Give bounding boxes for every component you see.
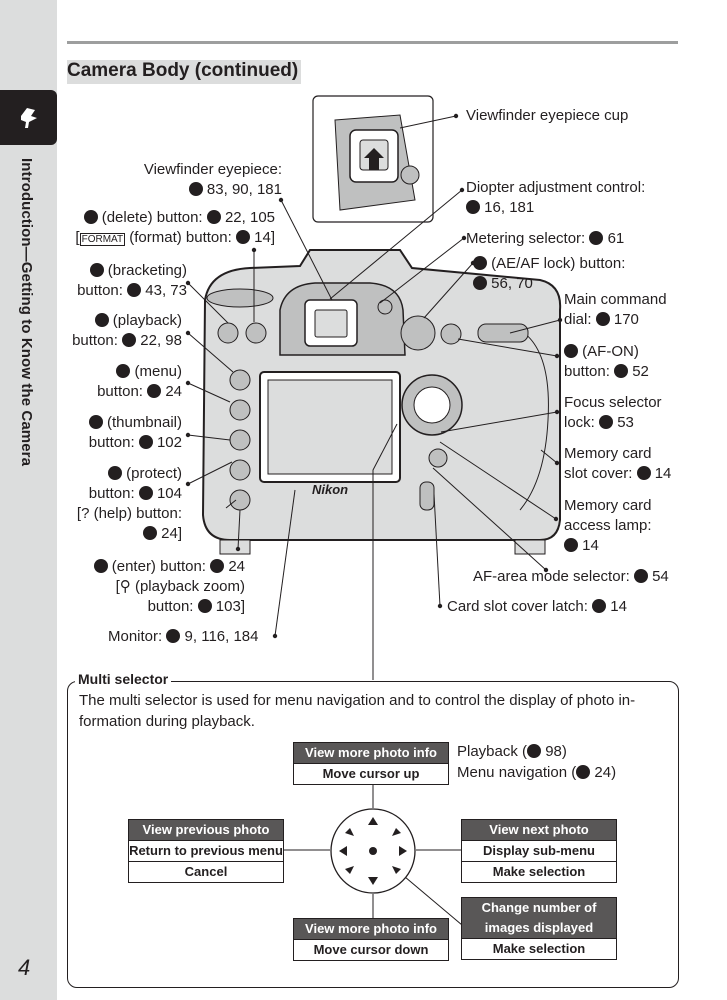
page-number: 4 [18,955,31,980]
page-ref-icon [527,744,542,758]
af-on-button-label: (AF-ON) button: 52 [564,343,649,380]
page-ref-icon [138,486,153,500]
page-ref-icon [188,182,203,196]
page-ref-icon [589,231,604,245]
page-ref-icon [599,415,614,429]
multi-selector-down-box: View more photo info Move cursor down [293,918,449,961]
delete-icon [83,210,98,224]
multi-selector-left-box: View previous photo Return to previous m… [128,819,284,883]
right-playback-action: View next photo [462,820,616,840]
page-ref-icon [142,526,157,540]
enter-button-label: (enter) button: 24 [⚲ (playback zoom) bu… [60,557,245,617]
enter-icon [93,559,108,573]
page-ref-icon [166,629,181,643]
page-ref-icon [235,230,250,244]
page-ref-icon [576,765,591,779]
page-ref-icon [210,559,225,573]
playback-button-label: (playback) button: 22, 98 [72,312,182,349]
protect-icon [107,466,122,480]
page-ref-icon [564,538,578,552]
page-title: Camera Body (continued) [67,60,302,84]
chapter-icon [0,90,57,145]
multi-selector-description: The multi selector is used for menu navi… [79,692,636,730]
legend-playback: Playback ( 98) [457,743,567,760]
up-playback-action: View more photo info [294,743,448,763]
playback-icon [94,313,109,327]
down-playback-action: View more photo info [294,919,448,939]
page-ref-icon [127,283,142,297]
multi-selector-right-box: View next photo Display sub-menu Make se… [461,819,617,883]
multi-selector-panel [67,681,679,988]
ae-af-lock-label: (AE/AF lock) button: 56, 70 [473,254,625,294]
bracketing-label: (bracketing) button: 43, 73 [77,262,187,299]
card-slot-latch-label: Card slot cover latch: 14 [447,598,627,615]
main-command-dial-label: Main command dial: 170 [564,291,667,328]
thumbnail-icon [88,415,103,429]
page-ref-icon [473,276,487,290]
down-menu-action: Move cursor down [294,939,448,960]
right-menu-action: Display sub-menu [462,840,616,861]
page-ref-icon [592,599,607,613]
page-ref-icon [614,364,629,378]
page-ref-icon [466,200,480,214]
focus-selector-lock-label: Focus selector lock: 53 [564,394,662,431]
ae-af-lock-icon [473,256,487,270]
memory-card-access-lamp-label: Memory card access lamp: 14 [564,497,652,554]
monitor-label: Monitor: 9, 116, 184 [108,628,259,645]
left-menu-action: Return to previous menu [129,840,283,861]
page-ref-icon [633,569,648,583]
right-menu-action-2: Make selection [462,861,616,882]
multi-selector-up-box: View more photo info Move cursor up [293,742,449,785]
menu-button-label: (menu) button: 24 [97,363,182,400]
page-ref-icon [197,599,212,613]
multi-selector-center-box: Change number of images displayed Make s… [461,897,617,960]
bracketing-icon [89,263,104,277]
af-on-icon [564,344,578,358]
viewfinder-eyepiece-label: Viewfinder eyepiece: 83, 90, 181 [143,161,282,198]
zoom-icon: ⚲ [119,578,131,595]
center-menu-action: Make selection [462,938,616,959]
delete-button-label: (delete) button: 22, 105 [FORMAT (format… [75,209,275,246]
page-ref-icon [138,435,153,449]
left-playback-action: View previous photo [129,820,283,840]
camera-brand-logo: Nikon [312,482,349,497]
metering-selector-label: Metering selector: 61 [466,230,625,247]
menu-icon [116,364,131,378]
memory-card-slot-cover-label: Memory card slot cover: 14 [564,445,672,482]
eyepiece-cup-label: Viewfinder eyepiece cup [466,107,629,124]
chapter-sidebar [0,0,57,1000]
page-ref-icon [147,384,162,398]
center-playback-action-2: images displayed [462,918,616,938]
left-menu-action-2: Cancel [129,861,283,882]
legend-menu-navigation: Menu navigation ( 24) [457,764,617,781]
af-area-mode-label: AF-area mode selector: 54 [473,568,669,585]
center-playback-action: Change number of [462,898,616,918]
up-menu-action: Move cursor up [294,763,448,784]
sidebar-section-title: Introduction—Getting to Know the Camera [18,158,35,467]
page-ref-icon [595,312,610,326]
diopter-label: Diopter adjustment control: 16, 181 [466,179,646,216]
multi-selector-title: Multi selector [75,671,172,687]
page-ref-icon [122,333,137,347]
protect-button-label: (protect) button: 104 [? (help) button: … [76,465,182,542]
format-icon: FORMAT [79,233,126,246]
page-ref-icon [636,466,651,480]
top-divider [67,41,678,44]
thumbnail-button-label: (thumbnail) button: 102 [88,414,182,451]
page-ref-icon [206,210,221,224]
